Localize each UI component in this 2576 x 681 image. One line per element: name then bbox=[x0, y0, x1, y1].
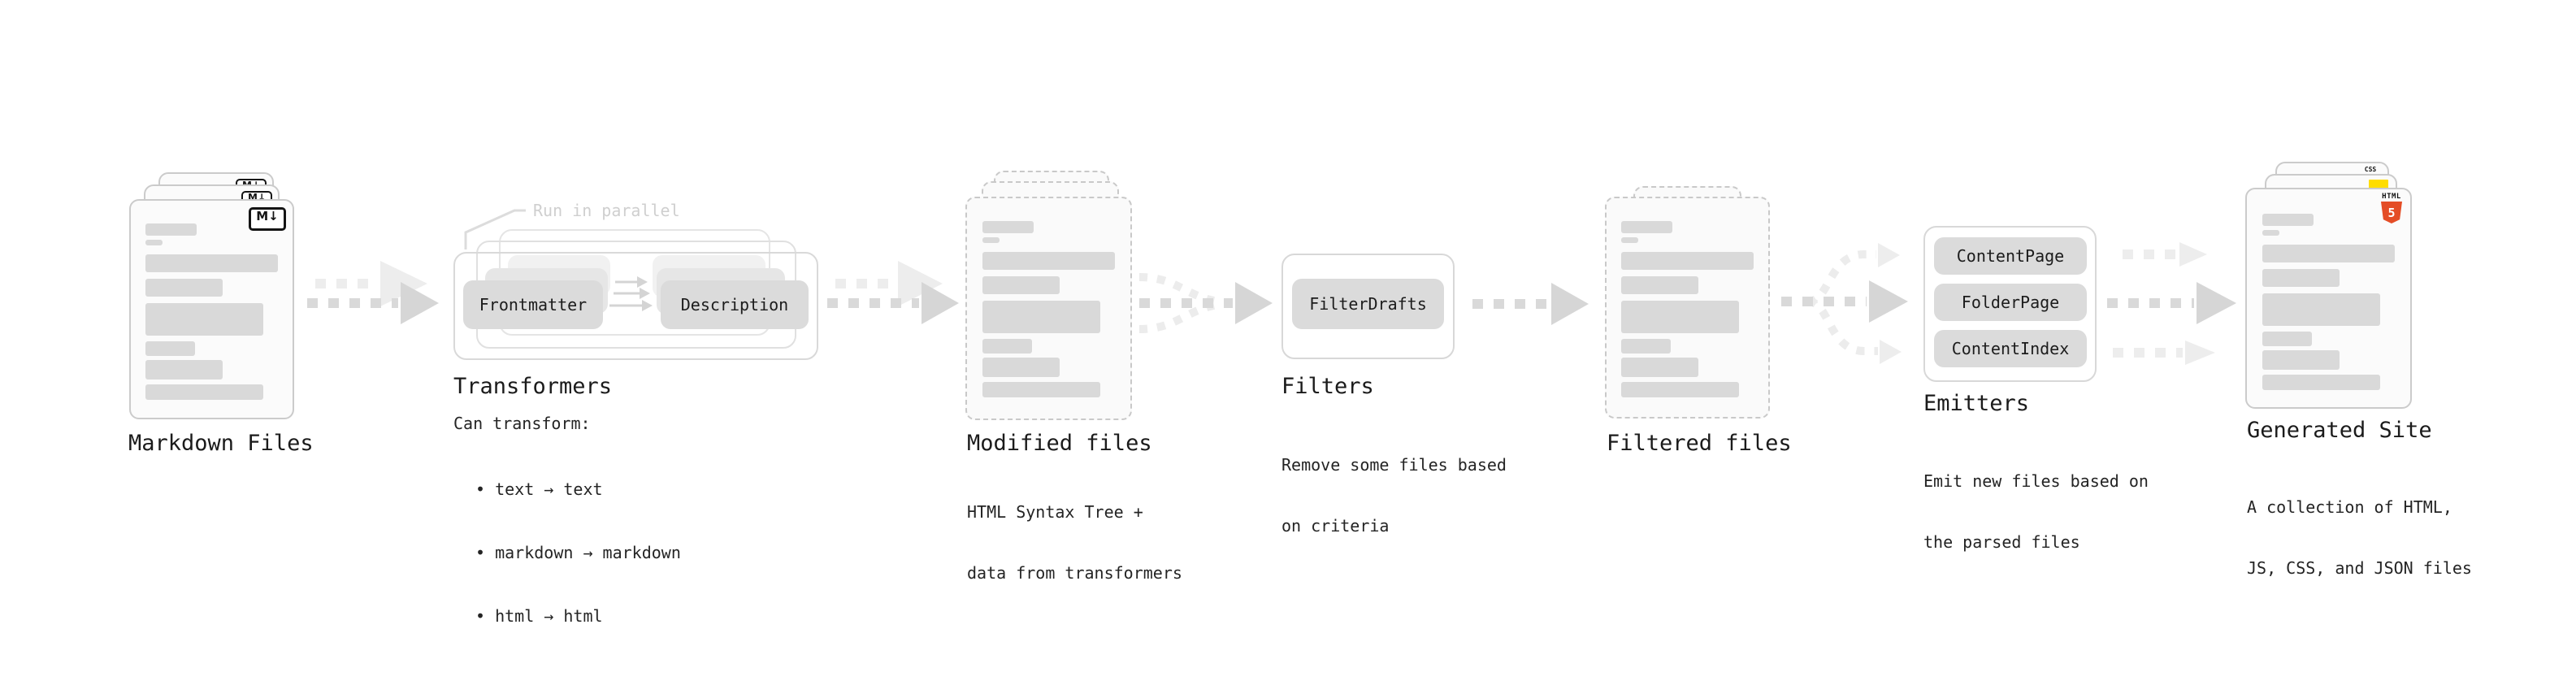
markdown-page-front: M↓ bbox=[129, 199, 294, 419]
emitters-description: Emit new files based on the parsed files bbox=[1923, 431, 2149, 593]
document-content-lines bbox=[1621, 221, 1754, 397]
transformer-box-front bbox=[453, 252, 818, 360]
transformers-capabilities-list: • text → text • markdown → markdown • ht… bbox=[475, 436, 681, 669]
transformers-description: Can transform: bbox=[453, 414, 591, 433]
arrows-emitters-to-generated-icon bbox=[2107, 242, 2236, 365]
markdown-files-title: Markdown Files bbox=[128, 431, 314, 456]
description-line: the parsed files bbox=[1923, 532, 2080, 552]
description-line: Emit new files based on bbox=[1923, 471, 2149, 491]
capability-item: • html → html bbox=[475, 606, 603, 626]
frontmatter-pill: Frontmatter bbox=[463, 280, 603, 329]
emitters-title: Emitters bbox=[1923, 391, 2030, 416]
description-line: Remove some files based bbox=[1281, 455, 1507, 475]
js-icon bbox=[2369, 180, 2388, 189]
modified-page-front bbox=[965, 197, 1132, 420]
capability-item: • markdown → markdown bbox=[475, 543, 681, 562]
document-content-lines bbox=[982, 221, 1115, 397]
run-in-parallel-note: Run in parallel bbox=[533, 201, 680, 220]
arrows-frontmatter-to-description-icon bbox=[609, 276, 653, 311]
generated-site-title: Generated Site bbox=[2247, 418, 2432, 443]
filters-description: Remove some files based on criteria bbox=[1281, 414, 1507, 577]
filterdrafts-pill: FilterDrafts bbox=[1292, 279, 1444, 329]
arrow-filters-to-filtered-icon bbox=[1472, 283, 1589, 325]
filters-title: Filters bbox=[1281, 374, 1374, 399]
arrow-filtered-to-emitters-fanout-icon bbox=[1781, 243, 1908, 364]
folderpage-pill: FolderPage bbox=[1934, 284, 2087, 321]
filtered-files-title: Filtered files bbox=[1607, 431, 1792, 456]
html5-icon-label: HTML bbox=[2382, 193, 2401, 201]
contentpage-pill: ContentPage bbox=[1934, 237, 2087, 275]
modified-files-description: HTML Syntax Tree + data from transformer… bbox=[967, 462, 1182, 624]
arrow-transformers-to-modified-icon bbox=[827, 261, 959, 324]
description-line: A collection of HTML, bbox=[2247, 497, 2452, 517]
generated-page-html: HTML 5 bbox=[2245, 188, 2412, 409]
markdown-icon: M↓ bbox=[249, 207, 286, 231]
description-line: data from transformers bbox=[967, 563, 1182, 583]
filtered-page-front bbox=[1605, 197, 1770, 419]
arrow-modified-to-filters-merge-icon bbox=[1138, 273, 1273, 333]
arrow-markdown-to-transformers-icon bbox=[307, 261, 439, 324]
generated-site-description: A collection of HTML, JS, CSS, and JSON … bbox=[2247, 457, 2472, 619]
transformers-title: Transformers bbox=[453, 374, 613, 399]
capability-item: • text → text bbox=[475, 479, 603, 499]
description-line: on criteria bbox=[1281, 516, 1390, 536]
modified-files-title: Modified files bbox=[967, 431, 1152, 456]
run-in-parallel-leader-line-icon bbox=[464, 209, 526, 249]
css-icon-label: CSS bbox=[2364, 166, 2377, 173]
html5-icon: HTML 5 bbox=[2380, 193, 2403, 223]
document-content-lines bbox=[145, 223, 278, 400]
description-pill: Description bbox=[661, 280, 809, 329]
contentindex-pill: ContentIndex bbox=[1934, 330, 2087, 367]
html5-icon-shield: 5 bbox=[2381, 202, 2402, 223]
description-line: HTML Syntax Tree + bbox=[967, 502, 1143, 522]
document-content-lines bbox=[2262, 214, 2395, 390]
description-line: JS, CSS, and JSON files bbox=[2247, 558, 2472, 578]
